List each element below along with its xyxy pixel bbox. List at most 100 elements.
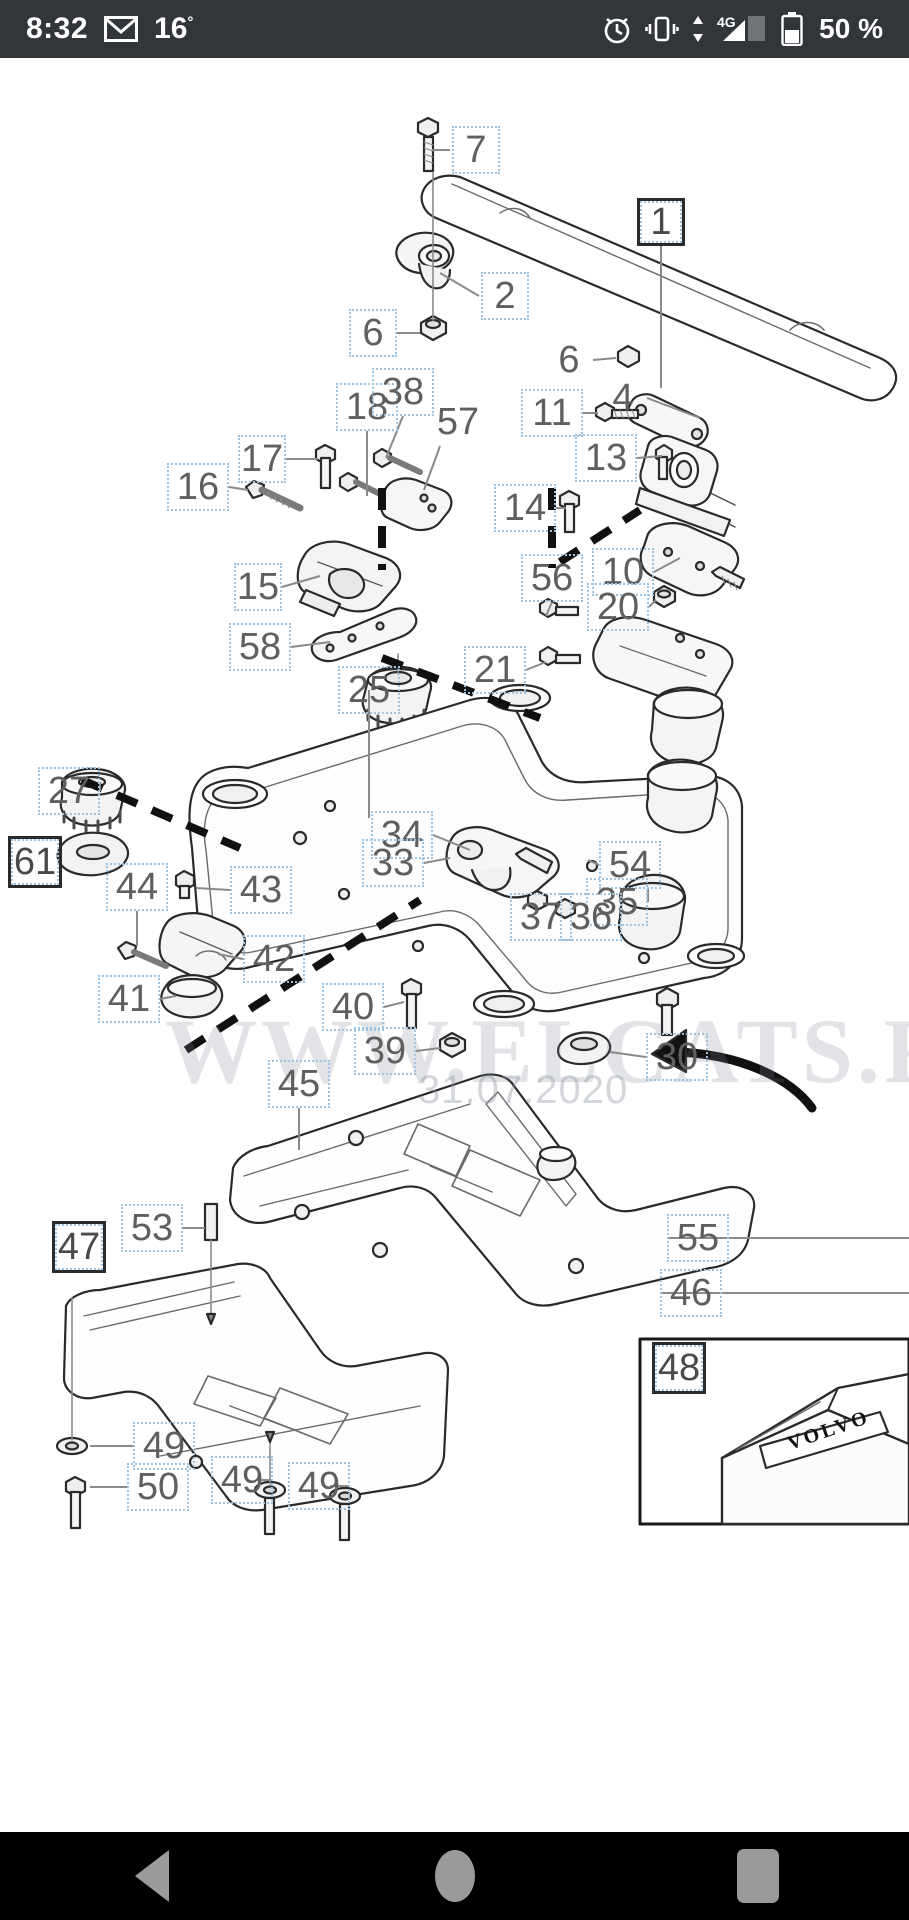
vibrate-icon <box>645 14 679 44</box>
callout-50[interactable]: 50 <box>127 1463 189 1511</box>
callout-14[interactable]: 14 <box>494 484 556 532</box>
callout-25[interactable]: 25 <box>338 666 400 714</box>
callout-58[interactable]: 58 <box>229 623 291 671</box>
callout-label: 49 <box>220 1459 264 1501</box>
callout-54[interactable]: 54 <box>599 841 661 889</box>
callout-45[interactable]: 45 <box>268 1060 330 1108</box>
back-triangle-icon <box>134 1850 169 1902</box>
battery-icon <box>781 12 803 47</box>
callout-56[interactable]: 56 <box>521 554 583 602</box>
callout-27[interactable]: 27 <box>38 767 100 815</box>
callout-46[interactable]: 46 <box>660 1269 722 1317</box>
callout-21[interactable]: 21 <box>464 646 526 694</box>
callout-label: 55 <box>676 1217 720 1259</box>
callout-label: 40 <box>331 986 375 1028</box>
callout-34[interactable]: 34 <box>371 811 433 859</box>
callout-label: 7 <box>465 129 487 171</box>
callout-label: 41 <box>107 978 151 1020</box>
callout-17[interactable]: 17 <box>238 435 286 483</box>
status-clock: 8:32 <box>26 12 89 45</box>
parts-diagram-canvas[interactable]: VOLVO WWW.ELCATS.RU 31.07.2020 <box>0 58 909 1800</box>
callout-label: 45 <box>277 1063 321 1105</box>
callout-2[interactable]: 2 <box>481 272 529 320</box>
callout-label: 6 <box>362 312 384 354</box>
signal-icon: 4G <box>717 14 769 44</box>
status-temperature: 16° <box>154 12 194 45</box>
battery-percent: 50 % <box>819 13 883 44</box>
status-bar: 8:32 16° <box>0 0 909 58</box>
callout-20[interactable]: 20 <box>587 583 649 631</box>
svg-text:4G: 4G <box>717 14 736 30</box>
callout-18[interactable]: 18 <box>336 383 398 431</box>
callout-label: 16 <box>176 466 220 508</box>
callout-label: 27 <box>47 770 91 812</box>
callout-label: 43 <box>239 869 283 911</box>
callout-label: 18 <box>345 386 389 428</box>
callout-label: 2 <box>494 275 516 317</box>
callout-label: 36 <box>569 896 613 938</box>
callout-55[interactable]: 55 <box>667 1214 729 1262</box>
home-circle-icon <box>434 1850 475 1902</box>
callout-43[interactable]: 43 <box>230 866 292 914</box>
callout-49a[interactable]: 49 <box>133 1422 195 1470</box>
callout-label: 1 <box>640 201 682 243</box>
callout-61[interactable]: 61 <box>8 836 62 888</box>
callout-33[interactable]: 33 <box>362 839 424 887</box>
callout-label: 39 <box>363 1030 407 1072</box>
parts-diagram-artwork: VOLVO <box>55 116 909 1542</box>
callout-57[interactable]: 57 <box>427 398 489 446</box>
callout-7[interactable]: 7 <box>452 126 500 174</box>
callout-13[interactable]: 13 <box>575 434 637 482</box>
callout-label: 17 <box>240 438 284 480</box>
callout-49b[interactable]: 49 <box>211 1456 273 1504</box>
callout-37[interactable]: 37 <box>510 893 572 941</box>
callout-label: 50 <box>136 1466 180 1508</box>
callout-label: 49 <box>297 1465 341 1507</box>
callout-label: 53 <box>130 1207 174 1249</box>
callout-6a[interactable]: 6 <box>349 309 397 357</box>
back-button[interactable] <box>92 1832 212 1920</box>
callout-1[interactable]: 1 <box>637 198 685 246</box>
callout-49c[interactable]: 49 <box>288 1462 350 1510</box>
callout-15[interactable]: 15 <box>234 563 282 611</box>
callout-label: 35 <box>595 881 639 923</box>
callout-35[interactable]: 35 <box>586 878 648 926</box>
callout-39[interactable]: 39 <box>354 1027 416 1075</box>
mail-icon <box>104 16 139 42</box>
callout-47[interactable]: 47 <box>52 1221 106 1273</box>
callout-label: 21 <box>473 649 517 691</box>
callout-4[interactable]: 4 <box>599 374 647 422</box>
callout-48[interactable]: 48 <box>652 1342 706 1394</box>
callout-label: 49 <box>142 1425 186 1467</box>
callout-44[interactable]: 44 <box>106 863 168 911</box>
callout-label: 56 <box>530 557 574 599</box>
status-bar-left: 8:32 16° <box>26 12 193 46</box>
callout-6b[interactable]: 6 <box>545 336 593 384</box>
callout-38[interactable]: 38 <box>372 368 434 416</box>
callout-42[interactable]: 42 <box>243 935 305 983</box>
recents-button[interactable] <box>698 1832 818 1920</box>
alarm-icon <box>601 13 633 45</box>
callout-label: 38 <box>381 371 425 413</box>
callout-label: 14 <box>503 487 547 529</box>
recents-square-icon <box>736 1849 779 1903</box>
callout-label: 44 <box>115 866 159 908</box>
callout-label: 4 <box>612 377 634 419</box>
home-button[interactable] <box>395 1832 515 1920</box>
callout-41[interactable]: 41 <box>98 975 160 1023</box>
status-bar-right: 4G 50 % <box>601 12 883 47</box>
callout-label: 42 <box>252 938 296 980</box>
callout-40[interactable]: 40 <box>322 983 384 1031</box>
callout-11[interactable]: 11 <box>521 389 583 437</box>
callout-label: 20 <box>596 586 640 628</box>
callout-label: 46 <box>669 1272 713 1314</box>
callout-label: 57 <box>436 401 480 443</box>
callout-36[interactable]: 36 <box>560 893 622 941</box>
callout-16[interactable]: 16 <box>167 463 229 511</box>
callout-label: 61 <box>11 839 59 885</box>
callout-53[interactable]: 53 <box>121 1204 183 1252</box>
callout-30[interactable]: 30 <box>646 1033 708 1081</box>
callout-label: 37 <box>519 896 563 938</box>
android-navigation-bar <box>0 1832 909 1920</box>
